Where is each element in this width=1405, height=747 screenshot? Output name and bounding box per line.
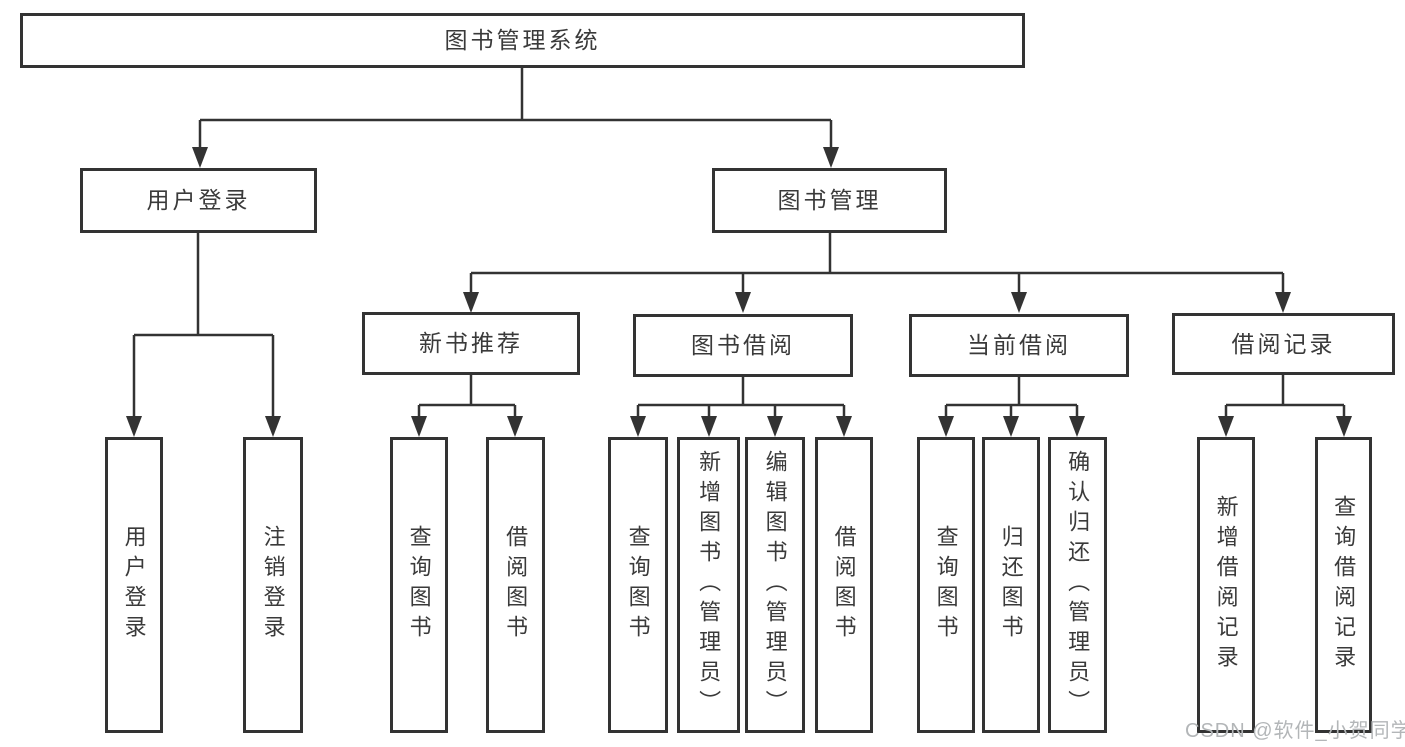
- connector-root-to-level2: [198, 68, 833, 150]
- node-root-system: 图书管理系统: [20, 13, 1025, 68]
- connector-current-borrowing-to-leaves: [944, 377, 1079, 419]
- leaf-records-query: 查询借阅记录: [1315, 437, 1372, 733]
- leaf-records-add: 新增借阅记录: [1197, 437, 1255, 733]
- connector-book-management-to-level3: [469, 233, 1285, 295]
- leaf-label: 新增借阅记录: [1213, 495, 1239, 675]
- leaf-newbook-query: 查询图书: [390, 437, 448, 733]
- node-user-login: 用户登录: [80, 168, 317, 233]
- leaf-label: 用户登录: [121, 525, 147, 645]
- leaf-current-return: 归还图书: [982, 437, 1040, 733]
- node-book-borrowing: 图书借阅: [633, 314, 853, 377]
- watermark: CSDN @软件_小贺同学: [1185, 720, 1405, 742]
- leaf-label: 注销登录: [260, 525, 286, 645]
- leaf-label: 新增图书（管理员）: [696, 450, 722, 720]
- leaf-newbook-borrow: 借阅图书: [486, 437, 545, 733]
- arrowheads: [126, 147, 1352, 437]
- leaf-logout: 注销登录: [243, 437, 303, 733]
- leaf-label: 借阅图书: [831, 525, 857, 645]
- connector-borrow-records-to-leaves: [1224, 375, 1346, 419]
- leaf-label: 查询图书: [933, 525, 959, 645]
- leaf-current-confirm-return: 确认归还（管理员）: [1048, 437, 1107, 733]
- node-new-book-recommend: 新书推荐: [362, 312, 580, 375]
- node-borrow-records: 借阅记录: [1172, 313, 1395, 375]
- connector-book-borrowing-to-leaves: [636, 377, 846, 419]
- leaf-borrowing-borrow: 借阅图书: [815, 437, 873, 733]
- node-book-management: 图书管理: [712, 168, 947, 233]
- leaf-borrowing-edit-book: 编辑图书（管理员）: [745, 437, 805, 733]
- leaf-borrowing-query: 查询图书: [608, 437, 668, 733]
- leaf-label: 查询图书: [625, 525, 651, 645]
- connector-user-login-to-leaves: [132, 233, 275, 419]
- leaf-label: 查询借阅记录: [1331, 495, 1357, 675]
- leaf-borrowing-add-book: 新增图书（管理员）: [677, 437, 740, 733]
- connector-new-book-to-leaves: [417, 375, 517, 419]
- leaf-user-login: 用户登录: [105, 437, 163, 733]
- node-current-borrowing: 当前借阅: [909, 314, 1129, 377]
- leaf-label: 归还图书: [998, 525, 1024, 645]
- leaf-label: 编辑图书（管理员）: [762, 450, 788, 720]
- leaf-label: 确认归还（管理员）: [1065, 450, 1091, 720]
- leaf-label: 借阅图书: [503, 525, 529, 645]
- leaf-label: 查询图书: [406, 525, 432, 645]
- leaf-current-query: 查询图书: [917, 437, 975, 733]
